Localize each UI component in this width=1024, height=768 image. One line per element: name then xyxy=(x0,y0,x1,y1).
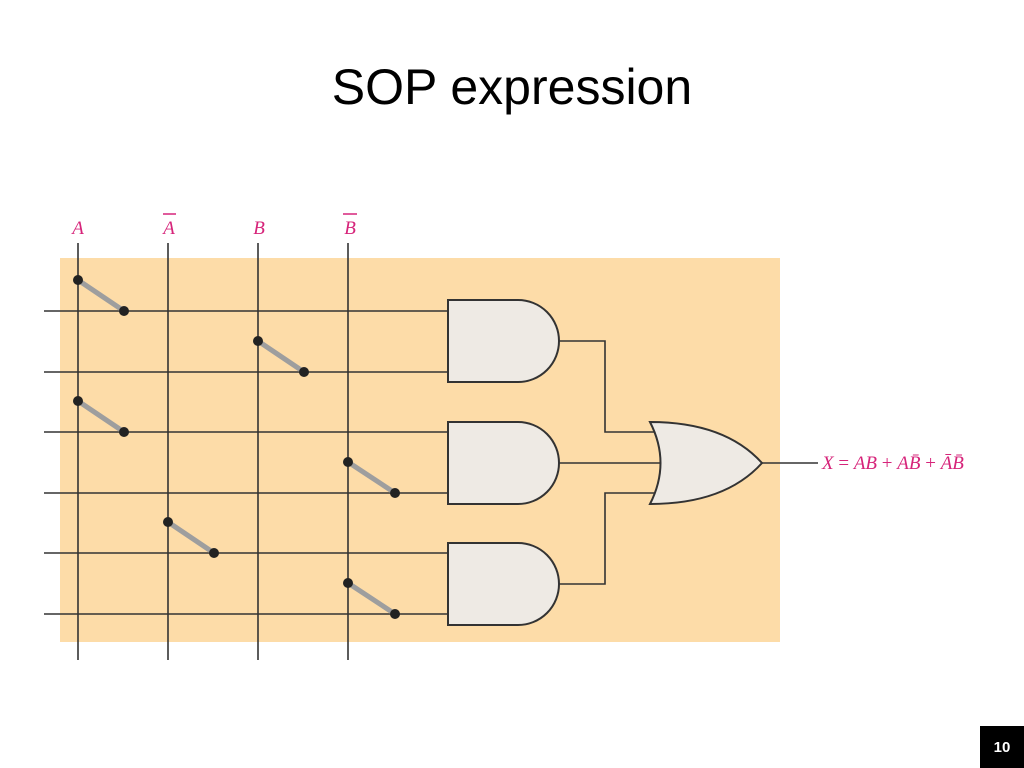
input-label-a: A xyxy=(70,218,84,239)
output-expression: X = AB + AB̄ + ĀB̄ xyxy=(821,453,964,474)
and-gate-3 xyxy=(447,542,560,626)
output-term-1: AB xyxy=(852,453,878,474)
fuse-link xyxy=(73,275,129,316)
output-term-3: ĀB̄ xyxy=(939,453,965,474)
and-gate-2 xyxy=(447,421,560,505)
fuse-link xyxy=(253,336,309,377)
or-gate xyxy=(648,420,764,506)
input-label-b: B xyxy=(253,218,265,239)
gate-wires xyxy=(559,340,818,585)
fuse-link xyxy=(343,578,400,619)
input-labels: A A B B xyxy=(70,213,357,239)
wire-and3-or xyxy=(559,492,660,585)
wire-and1-or xyxy=(559,340,660,433)
slide-title: SOP expression xyxy=(331,59,693,115)
fuse-link xyxy=(343,457,400,498)
and-gate-1 xyxy=(447,299,560,383)
page-number: 10 xyxy=(980,726,1024,768)
input-lines xyxy=(77,243,349,660)
product-lines xyxy=(44,310,448,615)
fuse-links xyxy=(73,275,400,619)
output-term-2: AB̄ xyxy=(895,453,921,474)
input-label-b-bar: B xyxy=(344,218,356,239)
input-label-a-bar: A xyxy=(161,218,175,239)
fuse-link xyxy=(163,517,219,558)
svg-text:X = AB + AB̄ + ĀB̄: X = AB + AB̄ + ĀB̄ xyxy=(821,453,964,474)
output-lhs: X xyxy=(821,453,835,474)
and-gates xyxy=(447,299,560,626)
fuse-link xyxy=(73,396,129,437)
